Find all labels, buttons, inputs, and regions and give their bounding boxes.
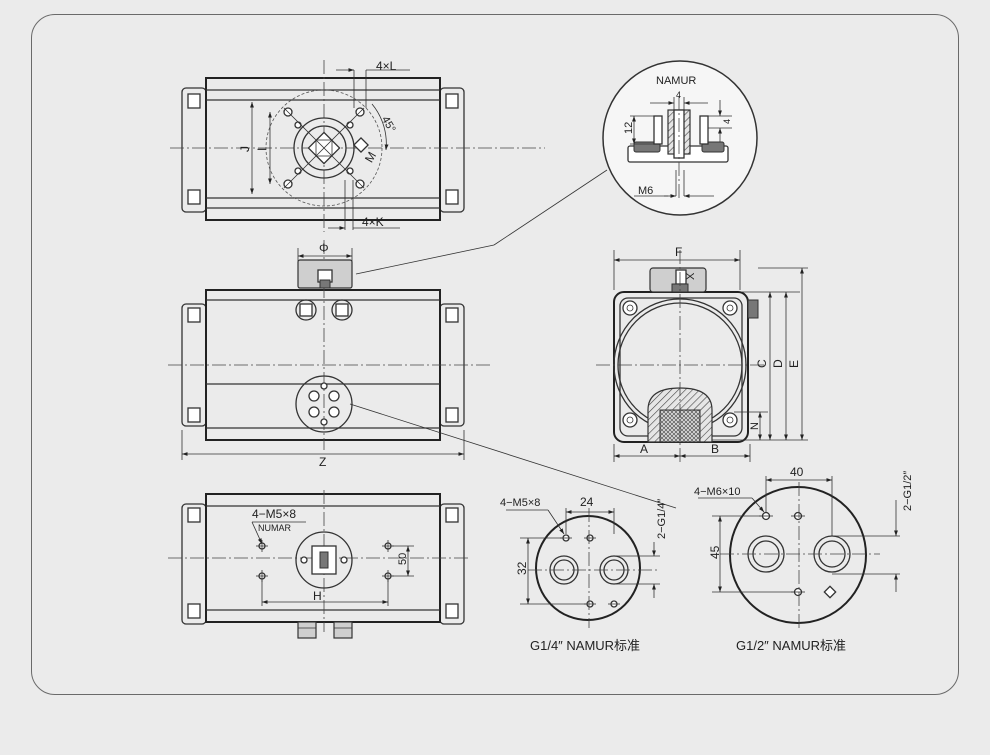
drawing-frame [31, 14, 959, 695]
label-E: E [787, 360, 801, 368]
port-g14: 4−M5×8 24 32 2−G1/4″ G1/4″ NAMUR标准 [500, 495, 668, 653]
label-4xK: 4×K [362, 215, 384, 229]
label-angle: 45° [379, 114, 398, 134]
side-view: F X C D E N A B [596, 245, 808, 462]
namur-dim-12: 12 [623, 122, 635, 134]
g12-dim-40: 40 [790, 465, 804, 479]
label-C: C [755, 359, 769, 368]
label-B: B [711, 442, 719, 456]
label-phi: Φ [319, 241, 329, 255]
detail-leader [355, 244, 495, 275]
g14-dim-32: 32 [515, 561, 529, 575]
namur-title: NAMUR [656, 75, 696, 87]
port-leader [349, 403, 677, 509]
g14-port-note: 2−G1/4″ [656, 499, 668, 539]
g14-dim-24: 24 [580, 495, 594, 509]
label-J: J [238, 146, 252, 152]
namur-dim-4-top: 4 [676, 90, 681, 100]
label-I: I [255, 148, 269, 151]
g14-thread-note: 4−M5×8 [500, 497, 540, 509]
label-Z: Z [319, 455, 326, 469]
g12-caption: G1/2″ NAMUR标准 [736, 638, 846, 653]
bottom-view: 4−M5×8 NUMAR 50 H [168, 490, 470, 639]
label-X: X [685, 272, 697, 280]
namur-dim-4-side: 4 [722, 119, 732, 124]
g12-thread-note: 4−M6×10 [694, 486, 740, 498]
bottom-thread-note: 4−M5×8 [252, 507, 296, 521]
label-4xL: 4×L [376, 59, 397, 73]
label-A: A [640, 442, 648, 456]
g12-port-note: 2−G1/2″ [902, 471, 914, 511]
label-N: N [749, 422, 761, 430]
port-g12: 4−M6×10 40 45 2−G1/2″ G1/2″ NAMUR标准 [694, 465, 914, 653]
g12-dim-45: 45 [708, 545, 722, 559]
label-F: F [675, 245, 682, 259]
namur-thread: M6 [638, 185, 653, 197]
label-50: 50 [397, 553, 409, 565]
bottom-sub-note: NUMAR [258, 523, 291, 533]
label-M: M [362, 149, 379, 165]
front-view: Φ Z [168, 240, 490, 469]
g14-caption: G1/4″ NAMUR标准 [530, 638, 640, 653]
label-D: D [771, 359, 785, 368]
namur-detail: NAMUR 4 12 4 M6 [602, 60, 758, 216]
top-view: 4×L 4×K 45° J I M [170, 59, 545, 232]
label-H: H [313, 589, 322, 603]
